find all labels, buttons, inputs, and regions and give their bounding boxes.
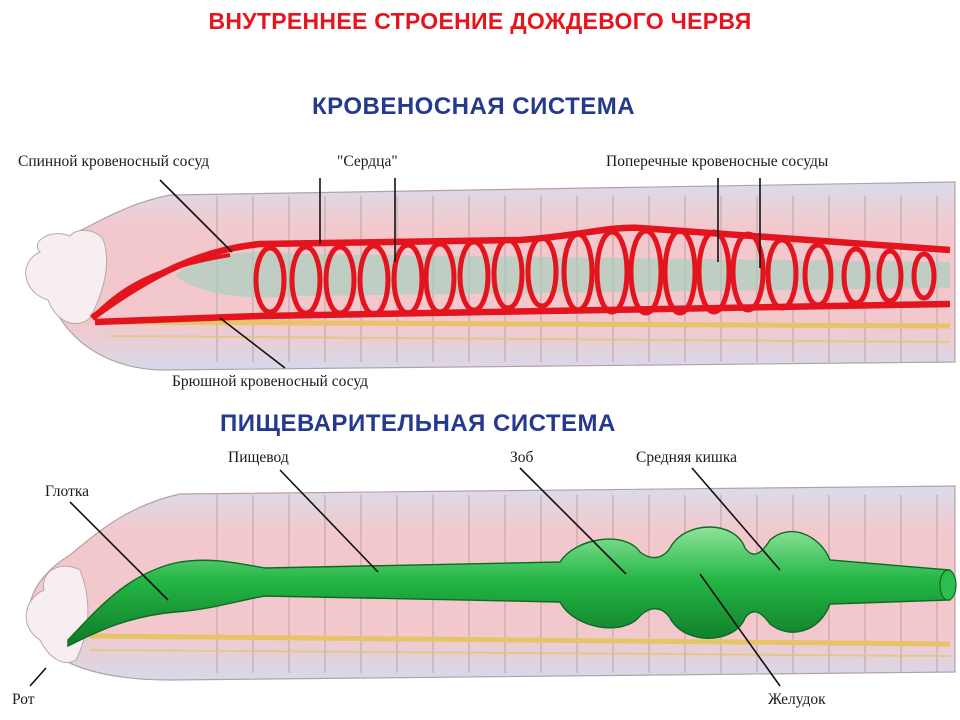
- label-midgut: Средняя кишка: [636, 449, 737, 466]
- label-esophagus: Пищевод: [228, 449, 289, 466]
- worm-body-top: [25, 181, 956, 371]
- label-gizzard: Желудок: [768, 691, 826, 708]
- circulatory-heading: КРОВЕНОСНАЯ СИСТЕМА: [312, 93, 636, 120]
- label-transverse-vessels: Поперечные кровеносные сосуды: [606, 153, 829, 170]
- label-crop: Зоб: [510, 449, 534, 466]
- label-ventral-vessel: Брюшной кровеносный сосуд: [172, 373, 368, 390]
- label-pharynx: Глотка: [45, 483, 89, 500]
- page-title: ВНУТРЕННЕЕ СТРОЕНИЕ ДОЖДЕВОГО ЧЕРВЯ: [208, 8, 752, 34]
- ventral-vessel: [94, 300, 951, 326]
- label-hearts: "Сердца": [337, 153, 398, 170]
- label-dorsal-vessel: Спинной кровеносный сосуд: [18, 153, 209, 170]
- digestive-heading: ПИЩЕВАРИТЕЛЬНАЯ СИСТЕМА: [220, 410, 616, 437]
- label-mouth: Рот: [12, 691, 35, 708]
- dorsal-vessel: [90, 224, 951, 321]
- pointer-lines-bottom: [29, 467, 781, 687]
- pointer-lines-top: [159, 178, 761, 369]
- heart-loops: [253, 228, 937, 317]
